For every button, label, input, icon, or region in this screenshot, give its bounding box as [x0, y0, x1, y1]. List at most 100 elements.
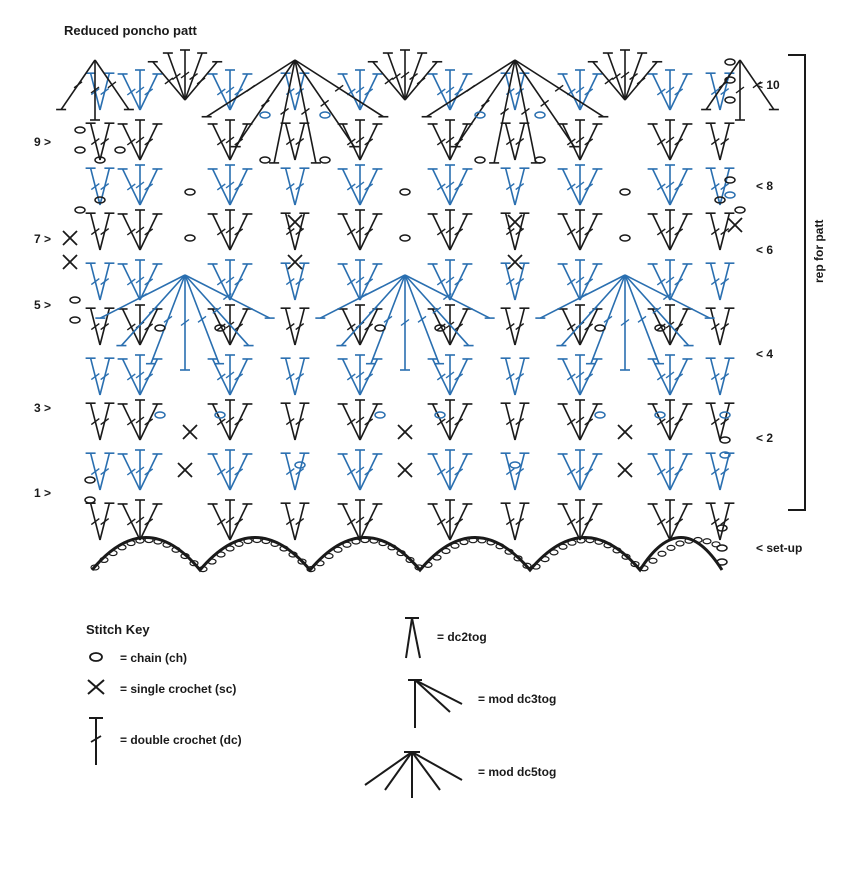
stitch-bar	[216, 468, 226, 476]
key-dc5tog-icon	[411, 751, 463, 781]
stitch-bar	[500, 107, 509, 116]
stitch-bar	[260, 99, 270, 107]
chain-oval	[716, 544, 728, 552]
row-label-left: 3 >	[34, 401, 52, 415]
stitch-bar	[710, 88, 720, 96]
stitch-bar	[665, 371, 675, 379]
stitch-bar	[710, 373, 720, 381]
chain-oval	[154, 411, 166, 419]
chain-oval	[724, 58, 736, 66]
stitch-bar	[144, 418, 154, 426]
chain-stitch	[243, 537, 253, 545]
stitch-bar	[295, 88, 305, 96]
stitch-bar	[566, 418, 576, 426]
chain-oval	[259, 156, 271, 164]
chain-stitch	[558, 543, 568, 550]
stitch-bar	[180, 318, 190, 327]
stitch-key-symbols	[87, 617, 463, 798]
stitch-bar	[575, 371, 585, 379]
stitch-bar	[234, 323, 244, 331]
stitch-bar	[629, 72, 638, 81]
stitch-bar	[620, 318, 630, 327]
stitch-bar	[164, 77, 174, 85]
stitch-bar	[216, 183, 226, 191]
chain-oval	[69, 316, 81, 324]
chain-stitch	[504, 548, 514, 555]
stitch-bar	[540, 99, 550, 107]
stitch-bar	[505, 183, 515, 191]
stitch-bar	[135, 276, 145, 284]
stitch-bar	[584, 468, 594, 476]
stitch-bar	[285, 278, 295, 286]
chain-stitch	[234, 540, 244, 547]
stitch-bar	[505, 278, 515, 286]
chain-stitch	[702, 538, 712, 545]
stitch-bar	[216, 278, 226, 286]
stitch-bar	[225, 226, 235, 234]
chain-stitch	[252, 536, 262, 544]
key-dc5tog-icon	[364, 751, 413, 786]
stitch-bar	[295, 183, 305, 191]
chain-stitch	[261, 537, 271, 545]
stitch-bar	[584, 88, 594, 96]
row-label-left: 1 >	[34, 486, 52, 500]
stitch-bar	[674, 373, 684, 381]
stitch-bar	[674, 228, 684, 236]
chain-stitch	[648, 557, 658, 564]
stitch-bar	[584, 373, 594, 381]
stitch-bar	[445, 226, 455, 234]
stitch-bar	[144, 228, 154, 236]
key-dc2tog-icon	[405, 617, 413, 659]
stitch-bar	[295, 468, 305, 476]
key-dc3tog-icon	[414, 679, 463, 705]
chain-oval	[399, 188, 411, 196]
stitch-bar	[90, 183, 100, 191]
stitch-bar	[584, 183, 594, 191]
stitch-bar	[90, 418, 100, 426]
stitch-bar	[225, 416, 235, 424]
stitch-bar	[575, 416, 585, 424]
stitch-bar	[656, 278, 666, 286]
sc-cross	[507, 214, 523, 230]
stitch-bar	[505, 373, 515, 381]
stitch-bar	[212, 306, 222, 314]
stitch-bar	[73, 81, 83, 89]
stitch-bar	[566, 323, 576, 331]
stitch-bar	[575, 466, 585, 474]
stitch-bar	[436, 373, 446, 381]
chain-stitch	[450, 542, 460, 549]
stitch-bar	[505, 138, 515, 146]
chain-stitch	[387, 544, 397, 551]
stitch-bar	[656, 373, 666, 381]
key-dc-icon	[90, 735, 102, 743]
chain-stitch	[90, 564, 100, 571]
chain-stitch	[198, 566, 208, 573]
stitch-bar	[100, 183, 110, 191]
stitch-bar	[126, 468, 136, 476]
stitch-bar	[144, 278, 154, 286]
chain-stitch	[414, 564, 424, 571]
stitch-bar	[400, 71, 410, 79]
sc-cross	[397, 424, 413, 440]
stitch-bar	[90, 138, 100, 146]
stitch-bar	[656, 228, 666, 236]
stitch-bar	[445, 136, 455, 144]
stitch-bar	[383, 315, 393, 323]
stitch-bar	[445, 416, 455, 424]
chain-stitch	[288, 551, 298, 558]
stitch-bar	[246, 84, 256, 92]
stitch-bar	[674, 468, 684, 476]
repeat-bracket	[788, 54, 806, 511]
stitch-bar	[575, 181, 585, 189]
stitch-bar	[364, 183, 374, 191]
stitch-bar	[436, 88, 446, 96]
stitch-bar	[436, 278, 446, 286]
stitch-bar	[612, 72, 621, 81]
stitch-bar	[346, 278, 356, 286]
stitch-bar	[216, 88, 226, 96]
stitch-bar	[656, 183, 666, 191]
stitch-bar	[656, 323, 666, 331]
stitch-bar	[126, 183, 136, 191]
stitch-bar	[138, 292, 148, 301]
stitch-bar	[346, 323, 356, 331]
